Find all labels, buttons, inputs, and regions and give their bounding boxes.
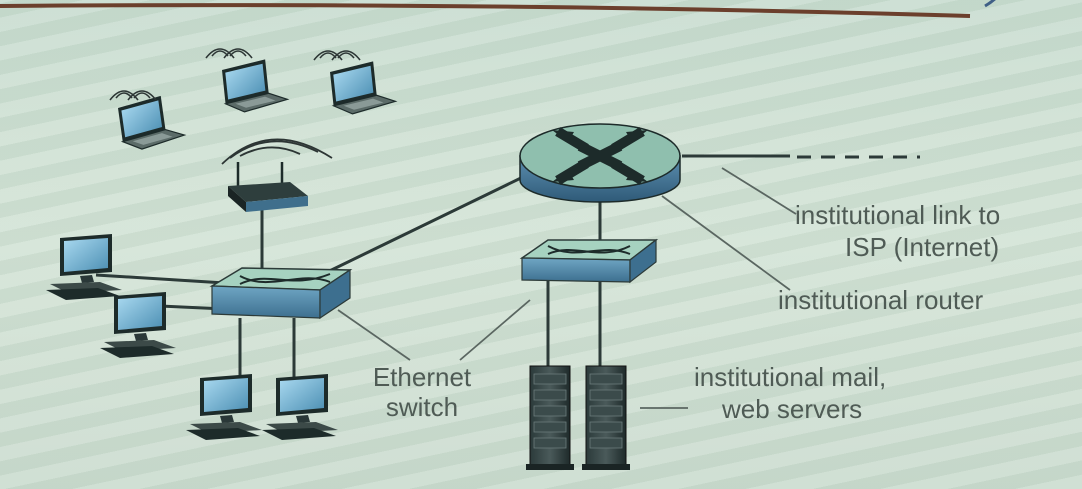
server-icon: [581, 365, 631, 471]
desktop-computer-icon: [262, 374, 338, 440]
desktop-computer-icon: [100, 292, 176, 358]
wireless-signal-icon: [313, 50, 361, 61]
desktop-computer-icon: [46, 234, 122, 300]
desktop-computer-icon: [186, 374, 262, 440]
laptop-icon: [116, 92, 187, 153]
isp-link-label-line2: ISP (Internet): [845, 232, 1000, 262]
servers-label-line2: web servers: [722, 394, 863, 424]
ethernet-switch-label: Ethernet switch: [352, 362, 492, 422]
laptop-icon: [220, 56, 289, 115]
isp-link-label-line1: institutional link to: [795, 200, 1001, 230]
wireless-signal-icon: [109, 90, 157, 101]
ethernet-switch-label-line2: switch: [385, 392, 459, 422]
wireless-access-point-icon: [221, 138, 333, 212]
ethernet-switch-icon: [209, 267, 353, 320]
slide-top-border: [0, 3, 971, 18]
ethernet-switch-icon: [519, 238, 659, 284]
router-icon: [519, 123, 681, 203]
router-label: institutional router: [778, 285, 984, 315]
network-links: [95, 154, 920, 385]
ethernet-switch-label-line1: Ethernet: [372, 362, 472, 392]
laptop-icon: [328, 58, 397, 117]
server-icon: [525, 365, 575, 471]
wireless-signal-icon: [205, 48, 253, 59]
slide-corner-mark: [984, 0, 996, 8]
isp-link-label-line2-box: ISP (Internet): [845, 232, 999, 262]
callout-lines: [337, 167, 797, 409]
servers-label-line1: institutional mail,: [694, 362, 887, 392]
isp-link-label: institutional link to: [795, 200, 1000, 230]
